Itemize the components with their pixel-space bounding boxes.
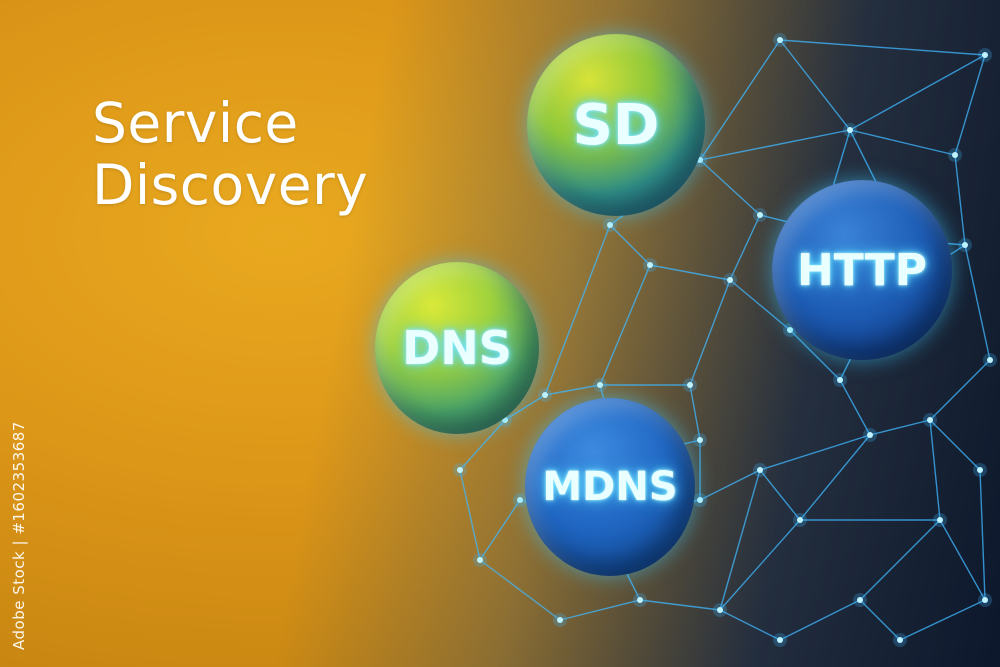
network-edge	[779, 599, 861, 641]
network-node	[597, 382, 603, 388]
network-edge	[719, 609, 781, 641]
title-line-2: Discovery	[92, 153, 369, 217]
stock-watermark: Adobe Stock | #1602353687	[10, 421, 28, 650]
mdns-label: MDNS	[542, 464, 678, 510]
network-edge	[789, 329, 841, 381]
network-node	[797, 517, 803, 523]
network-node	[777, 37, 783, 43]
network-node	[477, 557, 483, 563]
network-node	[982, 52, 988, 58]
network-node	[897, 637, 903, 643]
network-node	[787, 327, 793, 333]
network-node	[727, 277, 733, 283]
network-node	[857, 597, 863, 603]
network-edge	[699, 39, 781, 161]
network-node	[937, 517, 943, 523]
network-edge	[779, 39, 986, 56]
network-edge	[699, 469, 761, 501]
network-edge	[979, 469, 986, 601]
dns-label: DNS	[402, 321, 512, 375]
network-node	[777, 637, 783, 643]
network-node	[637, 597, 643, 603]
network-node	[717, 607, 723, 613]
network-edge	[609, 224, 651, 266]
network-node	[697, 497, 703, 503]
network-edge	[689, 279, 731, 386]
dns-sphere: DNS	[375, 262, 539, 434]
network-node	[977, 467, 983, 473]
network-edge	[899, 599, 986, 641]
network-edge	[699, 129, 851, 161]
network-edge	[559, 599, 641, 621]
network-node	[647, 262, 653, 268]
network-node	[757, 212, 763, 218]
network-node	[952, 152, 958, 158]
network-node	[847, 127, 853, 133]
network-edge	[869, 419, 931, 436]
network-edge	[859, 519, 941, 601]
network-node	[987, 357, 993, 363]
network-edge	[929, 419, 941, 521]
network-edge	[719, 519, 801, 611]
network-node	[837, 377, 843, 383]
network-edge	[849, 54, 986, 131]
http-label: HTTP	[796, 244, 928, 296]
network-edge	[729, 279, 791, 331]
network-node	[867, 432, 873, 438]
network-edge	[799, 434, 871, 521]
network-node	[557, 617, 563, 623]
network-edge	[504, 394, 546, 421]
network-node	[607, 222, 613, 228]
network-edge	[849, 129, 956, 156]
network-node	[697, 437, 703, 443]
network-edge	[779, 39, 851, 131]
network-edge	[649, 264, 731, 281]
network-edge	[479, 499, 521, 561]
network-edge	[759, 434, 871, 471]
network-edge	[639, 599, 721, 611]
network-edge	[929, 359, 991, 421]
mdns-sphere: MDNS	[525, 398, 695, 576]
network-edge	[599, 264, 651, 386]
network-edge	[544, 224, 611, 396]
sd-sphere: SD	[527, 34, 705, 216]
network-node	[962, 242, 968, 248]
network-edge	[544, 384, 601, 396]
network-edge	[689, 384, 701, 441]
network-edge	[719, 469, 761, 611]
network-node	[517, 497, 523, 503]
network-edge	[929, 419, 981, 471]
network-node	[457, 467, 463, 473]
network-node	[542, 392, 548, 398]
network-node	[757, 467, 763, 473]
network-node	[982, 597, 988, 603]
network-edge	[859, 599, 901, 641]
network-edge	[759, 469, 801, 521]
network-edge	[939, 519, 986, 601]
network-edge	[964, 244, 991, 361]
network-node	[687, 382, 693, 388]
network-edge	[459, 469, 481, 561]
network-edge	[699, 159, 761, 216]
network-edge	[954, 54, 986, 156]
network-edge	[954, 154, 966, 246]
network-edge	[459, 419, 506, 471]
page-title: Service Discovery	[92, 92, 368, 216]
network-edge	[479, 559, 561, 621]
network-edge	[729, 214, 761, 281]
title-line-1: Service	[92, 91, 299, 155]
sd-label: SD	[572, 92, 660, 158]
network-edge	[839, 379, 871, 436]
http-sphere: HTTP	[772, 180, 952, 360]
network-node	[927, 417, 933, 423]
